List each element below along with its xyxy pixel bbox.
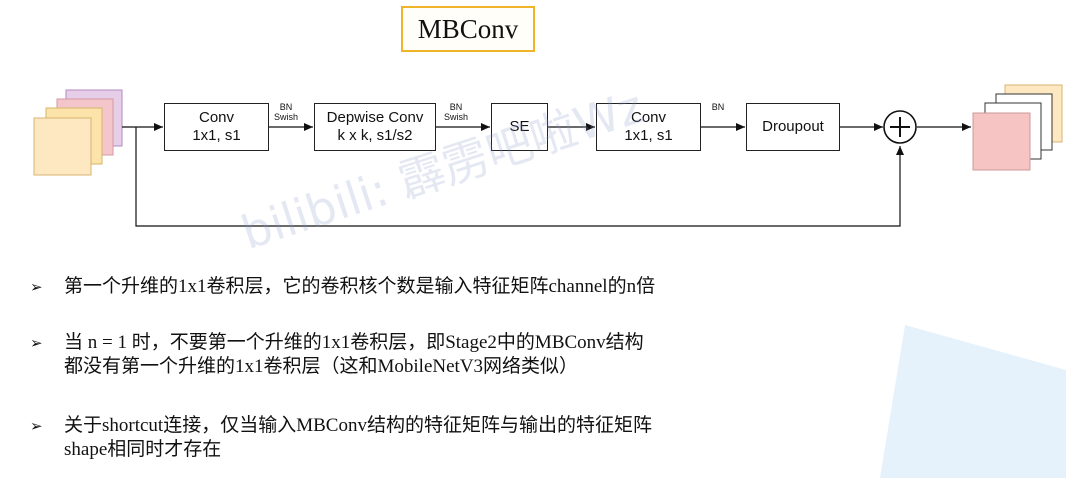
bullet-arrow-icon: ➢ <box>30 278 43 296</box>
bullet-2-line-2: 都没有第一个升维的1x1卷积层（这和MobileNetV3网络类似） <box>64 356 579 377</box>
conv2-block: Conv 1x1, s1 <box>596 103 701 151</box>
bullet-item-2: ➢ 当 n = 1 时，不要第一个升维的1x1卷积层，即Stage2中的MBCo… <box>30 331 644 379</box>
edge-label-swish-2: Swish <box>443 112 468 122</box>
se-block: SE <box>491 103 548 151</box>
edge-label-bn-2: BN <box>449 102 463 112</box>
depwise-conv-params: k x k, s1/s2 <box>337 127 413 144</box>
bullet-arrow-icon: ➢ <box>30 417 43 435</box>
shortcut-connection <box>135 127 904 227</box>
depwise-conv-label: Depwise Conv <box>326 109 424 126</box>
conv2-params: 1x1, s1 <box>624 127 673 144</box>
dropout-label: Droupout <box>762 118 824 135</box>
edge-label-bn-swish-2: BN Swish <box>436 102 476 122</box>
bullet-arrow-icon: ➢ <box>30 334 43 352</box>
add-node <box>883 110 917 144</box>
edge-label-bn-swish-1: BN Swish <box>266 102 306 122</box>
edge-label-bn-1: BN <box>279 102 293 112</box>
bullet-item-1: ➢ 第一个升维的1x1卷积层，它的卷积核个数是输入特征矩阵channel的n倍 <box>30 275 655 299</box>
page-title: MBConv <box>401 6 535 52</box>
bullet-2-line-1: 当 n = 1 时，不要第一个升维的1x1卷积层，即Stage2中的MBConv… <box>64 332 644 353</box>
edge-label-swish-1: Swish <box>273 112 298 122</box>
conv1-block: Conv 1x1, s1 <box>164 103 269 151</box>
edge-label-bn-3-text: BN <box>711 102 725 112</box>
output-feature-stack <box>972 84 1063 171</box>
bullet-1-line-1: 第一个升维的1x1卷积层，它的卷积核个数是输入特征矩阵channel的n倍 <box>64 276 656 297</box>
bullet-3-line-2: shape相同时才存在 <box>64 439 222 460</box>
bullet-3-line-1: 关于shortcut连接，仅当输入MBConv结构的特征矩阵与输出的特征矩阵 <box>64 415 652 436</box>
conv2-label: Conv <box>630 109 667 126</box>
bullet-item-3: ➢ 关于shortcut连接，仅当输入MBConv结构的特征矩阵与输出的特征矩阵… <box>30 414 652 462</box>
dropout-block: Droupout <box>746 103 840 151</box>
page-title-text: MBConv <box>417 13 519 44</box>
se-label: SE <box>509 118 530 135</box>
depwise-conv-block: Depwise Conv k x k, s1/s2 <box>314 103 436 151</box>
conv1-label: Conv <box>198 109 235 126</box>
input-feature-stack <box>33 89 123 176</box>
edge-label-bn-3: BN <box>698 102 738 112</box>
corner-accent-shape <box>880 325 1066 478</box>
conv1-params: 1x1, s1 <box>192 127 241 144</box>
